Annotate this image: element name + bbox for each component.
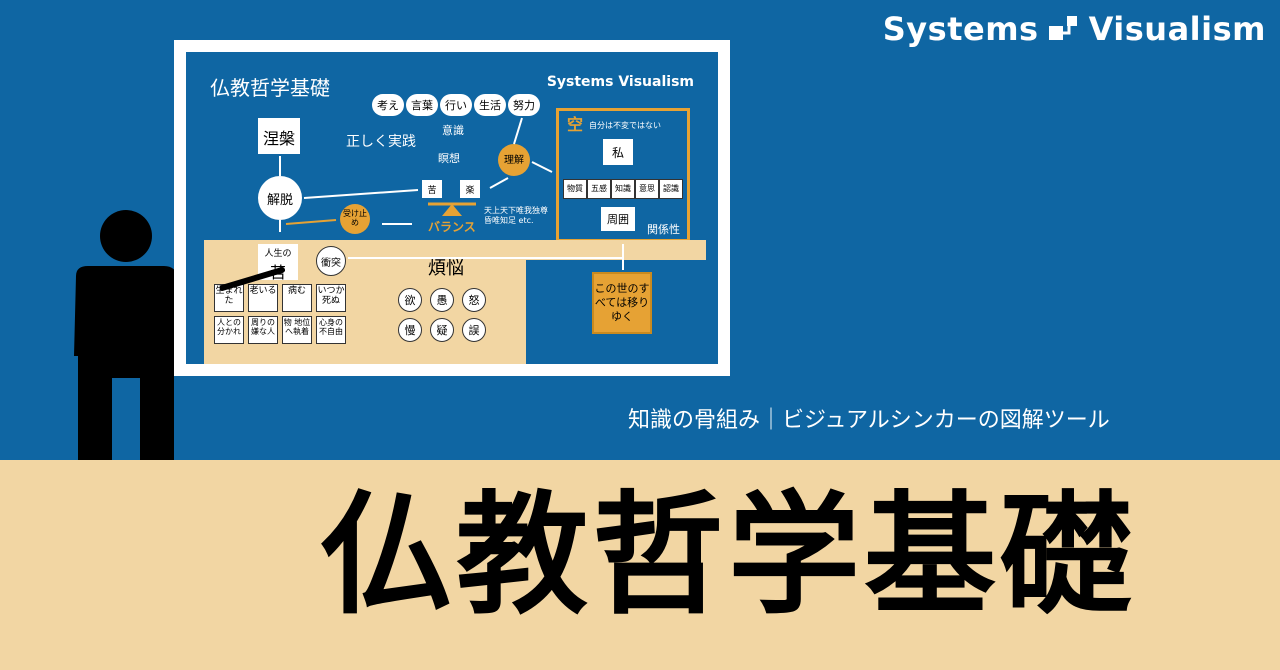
affliction-item: 疑 — [430, 318, 454, 342]
pointer-stick — [220, 267, 285, 291]
aggregate-item: 知識 — [611, 179, 635, 199]
board-brand: Systems Visualism — [546, 74, 694, 90]
suffering-item: 物 地位へ執着 — [282, 316, 312, 344]
correct-practice-label: 正しく実践 — [346, 134, 416, 150]
whiteboard: 仏教哲学基礎 Systems Visualism 考え 言葉 行い 生活 努力 … — [174, 40, 730, 376]
balance-scale-icon — [428, 202, 476, 216]
awareness-label: 意識 — [442, 124, 464, 137]
aggregate-item: 意思 — [635, 179, 659, 199]
connector-icon — [1047, 14, 1081, 44]
aggregate-item: 認識 — [659, 179, 683, 199]
meditation-label: 瞑想 — [438, 152, 460, 165]
suffering-item: いつか死ぬ — [316, 284, 346, 312]
afflictions-label: 煩悩 — [428, 258, 464, 279]
affliction-item: 慢 — [398, 318, 422, 342]
balance-label: バランス — [428, 220, 476, 234]
board-title: 仏教哲学基礎 — [210, 76, 330, 100]
surroundings-node: 周囲 — [601, 207, 635, 231]
practice-item: 努力 — [508, 94, 540, 116]
self-node: 私 — [603, 139, 633, 165]
suffering-item: 心身の不自由 — [316, 316, 346, 344]
life-suffering-label: 人生の — [264, 249, 292, 259]
brand-name-right: Visualism — [1088, 10, 1266, 48]
suffering-item: 人との分かれ — [214, 316, 244, 344]
relation-label: 関係性 — [647, 223, 680, 236]
teaching-note: 天上天下唯我独尊 昏唯知足 etc. — [484, 206, 548, 225]
understanding-node: 理解 — [498, 144, 530, 176]
conflict-node: 衝突 — [316, 246, 346, 276]
emptiness-label: 空 — [567, 115, 584, 134]
subtitle: 知識の骨組み｜ビジュアルシンカーの図解ツール — [628, 408, 1110, 433]
emptiness-box: 空 自分は不変ではない 私 物質 五感 知識 意思 認識 周囲 関係性 — [556, 108, 690, 242]
brand-name-left: Systems — [882, 10, 1039, 48]
affliction-item: 怒 — [462, 288, 486, 312]
affliction-item: 欲 — [398, 288, 422, 312]
board-diagram: 仏教哲学基礎 Systems Visualism 考え 言葉 行い 生活 努力 … — [186, 52, 718, 364]
impermanence-box: この世のすべては移りゆく — [592, 272, 652, 334]
practice-item: 考え — [372, 94, 404, 116]
title-band — [0, 460, 1280, 670]
suffering-item: 病む — [282, 284, 312, 312]
aggregate-item: 物質 — [563, 179, 587, 199]
page-title: 仏教哲学基礎 — [320, 479, 1136, 633]
nirvana-node: 涅槃 — [258, 118, 300, 154]
suffering-area-extension — [526, 240, 706, 260]
affliction-item: 愚 — [430, 288, 454, 312]
practice-item: 生活 — [474, 94, 506, 116]
brand-logo: Systems Visualism — [883, 10, 1266, 48]
suffering-node: 苦 — [422, 180, 442, 198]
aggregate-item: 五感 — [587, 179, 611, 199]
accept-node: 受け止め — [340, 204, 370, 234]
diagram-arrows — [279, 117, 624, 270]
affliction-item: 誤 — [462, 318, 486, 342]
emptiness-desc: 自分は不変ではない — [589, 121, 661, 130]
practice-item: 言葉 — [406, 94, 438, 116]
suffering-item: 周りの嫌な人 — [248, 316, 278, 344]
liberation-node: 解脱 — [258, 176, 302, 220]
pleasure-node: 楽 — [460, 180, 480, 198]
practice-item: 行い — [440, 94, 472, 116]
suffering-item: 老いる — [248, 284, 278, 312]
